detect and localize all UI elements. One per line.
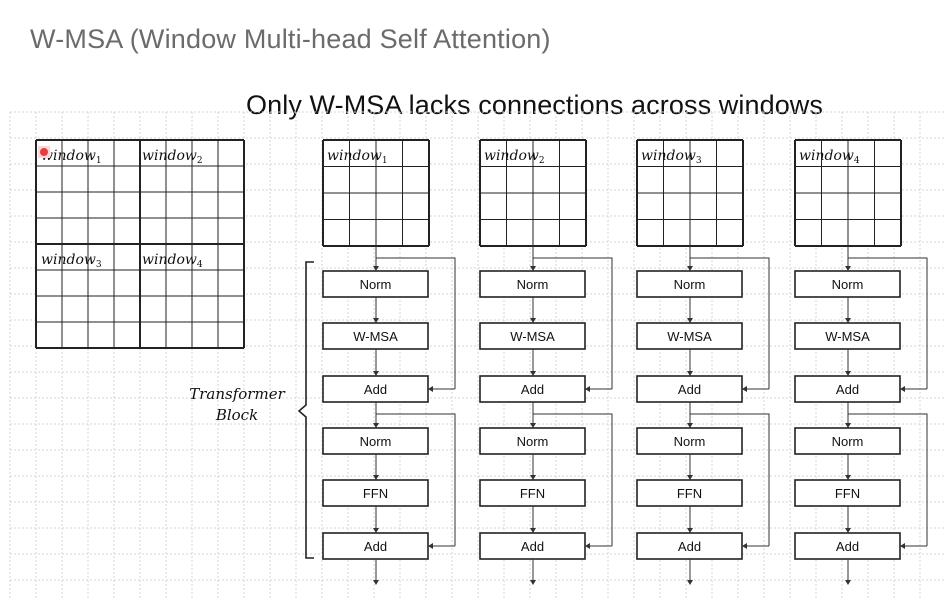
op-label: Norm bbox=[674, 434, 706, 449]
op-label: FFN bbox=[677, 486, 702, 501]
window-grid-label: window1 bbox=[327, 148, 388, 166]
op-box-add: Add bbox=[636, 532, 743, 560]
op-label: Norm bbox=[360, 277, 392, 292]
op-box-wmsa: W-MSA bbox=[479, 322, 586, 350]
op-box-ffn: FFN bbox=[794, 479, 901, 507]
op-box-add: Add bbox=[322, 375, 429, 403]
op-label: FFN bbox=[835, 486, 860, 501]
op-label: Add bbox=[364, 539, 387, 554]
op-box-norm: Norm bbox=[794, 427, 901, 455]
op-label: W-MSA bbox=[667, 329, 712, 344]
op-label: Add bbox=[364, 382, 387, 397]
feature-map-window-4-label: window4 bbox=[142, 252, 203, 270]
op-label: W-MSA bbox=[825, 329, 870, 344]
window-grid-label: window4 bbox=[799, 148, 860, 166]
op-box-norm: Norm bbox=[636, 270, 743, 298]
op-label: Add bbox=[836, 539, 859, 554]
window-grid-label: window2 bbox=[484, 148, 545, 166]
op-box-ffn: FFN bbox=[636, 479, 743, 507]
op-label: FFN bbox=[363, 486, 388, 501]
feature-map-window-3-label: window3 bbox=[41, 252, 102, 270]
block-label-line2: Block bbox=[215, 406, 258, 424]
op-label: Norm bbox=[517, 277, 549, 292]
block-brace-line bbox=[297, 261, 314, 559]
op-box-add: Add bbox=[794, 375, 901, 403]
op-label: Norm bbox=[832, 434, 864, 449]
op-label: Norm bbox=[832, 277, 864, 292]
op-label: Add bbox=[521, 382, 544, 397]
op-box-add: Add bbox=[479, 532, 586, 560]
op-box-wmsa: W-MSA bbox=[322, 322, 429, 350]
feature-map: window1 window2 window3 window4 bbox=[35, 139, 245, 349]
op-box-ffn: FFN bbox=[322, 479, 429, 507]
op-box-wmsa: W-MSA bbox=[794, 322, 901, 350]
op-box-norm: Norm bbox=[794, 270, 901, 298]
feature-map-window-2-label: window2 bbox=[142, 148, 203, 166]
op-box-add: Add bbox=[322, 532, 429, 560]
op-box-norm: Norm bbox=[322, 270, 429, 298]
page-title: W-MSA (Window Multi-head Self Attention) bbox=[30, 24, 551, 54]
block-label-line1: Transformer bbox=[189, 385, 285, 403]
op-box-add: Add bbox=[794, 532, 901, 560]
op-label: Add bbox=[678, 382, 701, 397]
op-label: Norm bbox=[517, 434, 549, 449]
op-label: FFN bbox=[520, 486, 545, 501]
op-label: W-MSA bbox=[510, 329, 555, 344]
op-label: Add bbox=[678, 539, 701, 554]
feature-map-window-1-label: window1 bbox=[41, 148, 102, 166]
op-label: Add bbox=[521, 539, 544, 554]
highlight-dot-icon bbox=[40, 148, 48, 156]
window-grid-label: window3 bbox=[641, 148, 702, 166]
op-box-add: Add bbox=[636, 375, 743, 403]
op-box-norm: Norm bbox=[636, 427, 743, 455]
op-label: W-MSA bbox=[353, 329, 398, 344]
op-label: Norm bbox=[360, 434, 392, 449]
op-box-ffn: FFN bbox=[479, 479, 586, 507]
op-box-wmsa: W-MSA bbox=[636, 322, 743, 350]
op-box-norm: Norm bbox=[479, 427, 586, 455]
op-box-add: Add bbox=[479, 375, 586, 403]
diagram-subtitle: Only W-MSA lacks connections across wind… bbox=[246, 90, 824, 120]
op-box-norm: Norm bbox=[322, 427, 429, 455]
op-label: Add bbox=[836, 382, 859, 397]
window-columns: window1NormW-MSAAddNormFFNAddwindow2Norm… bbox=[322, 139, 928, 585]
op-box-norm: Norm bbox=[479, 270, 586, 298]
op-label: Norm bbox=[674, 277, 706, 292]
